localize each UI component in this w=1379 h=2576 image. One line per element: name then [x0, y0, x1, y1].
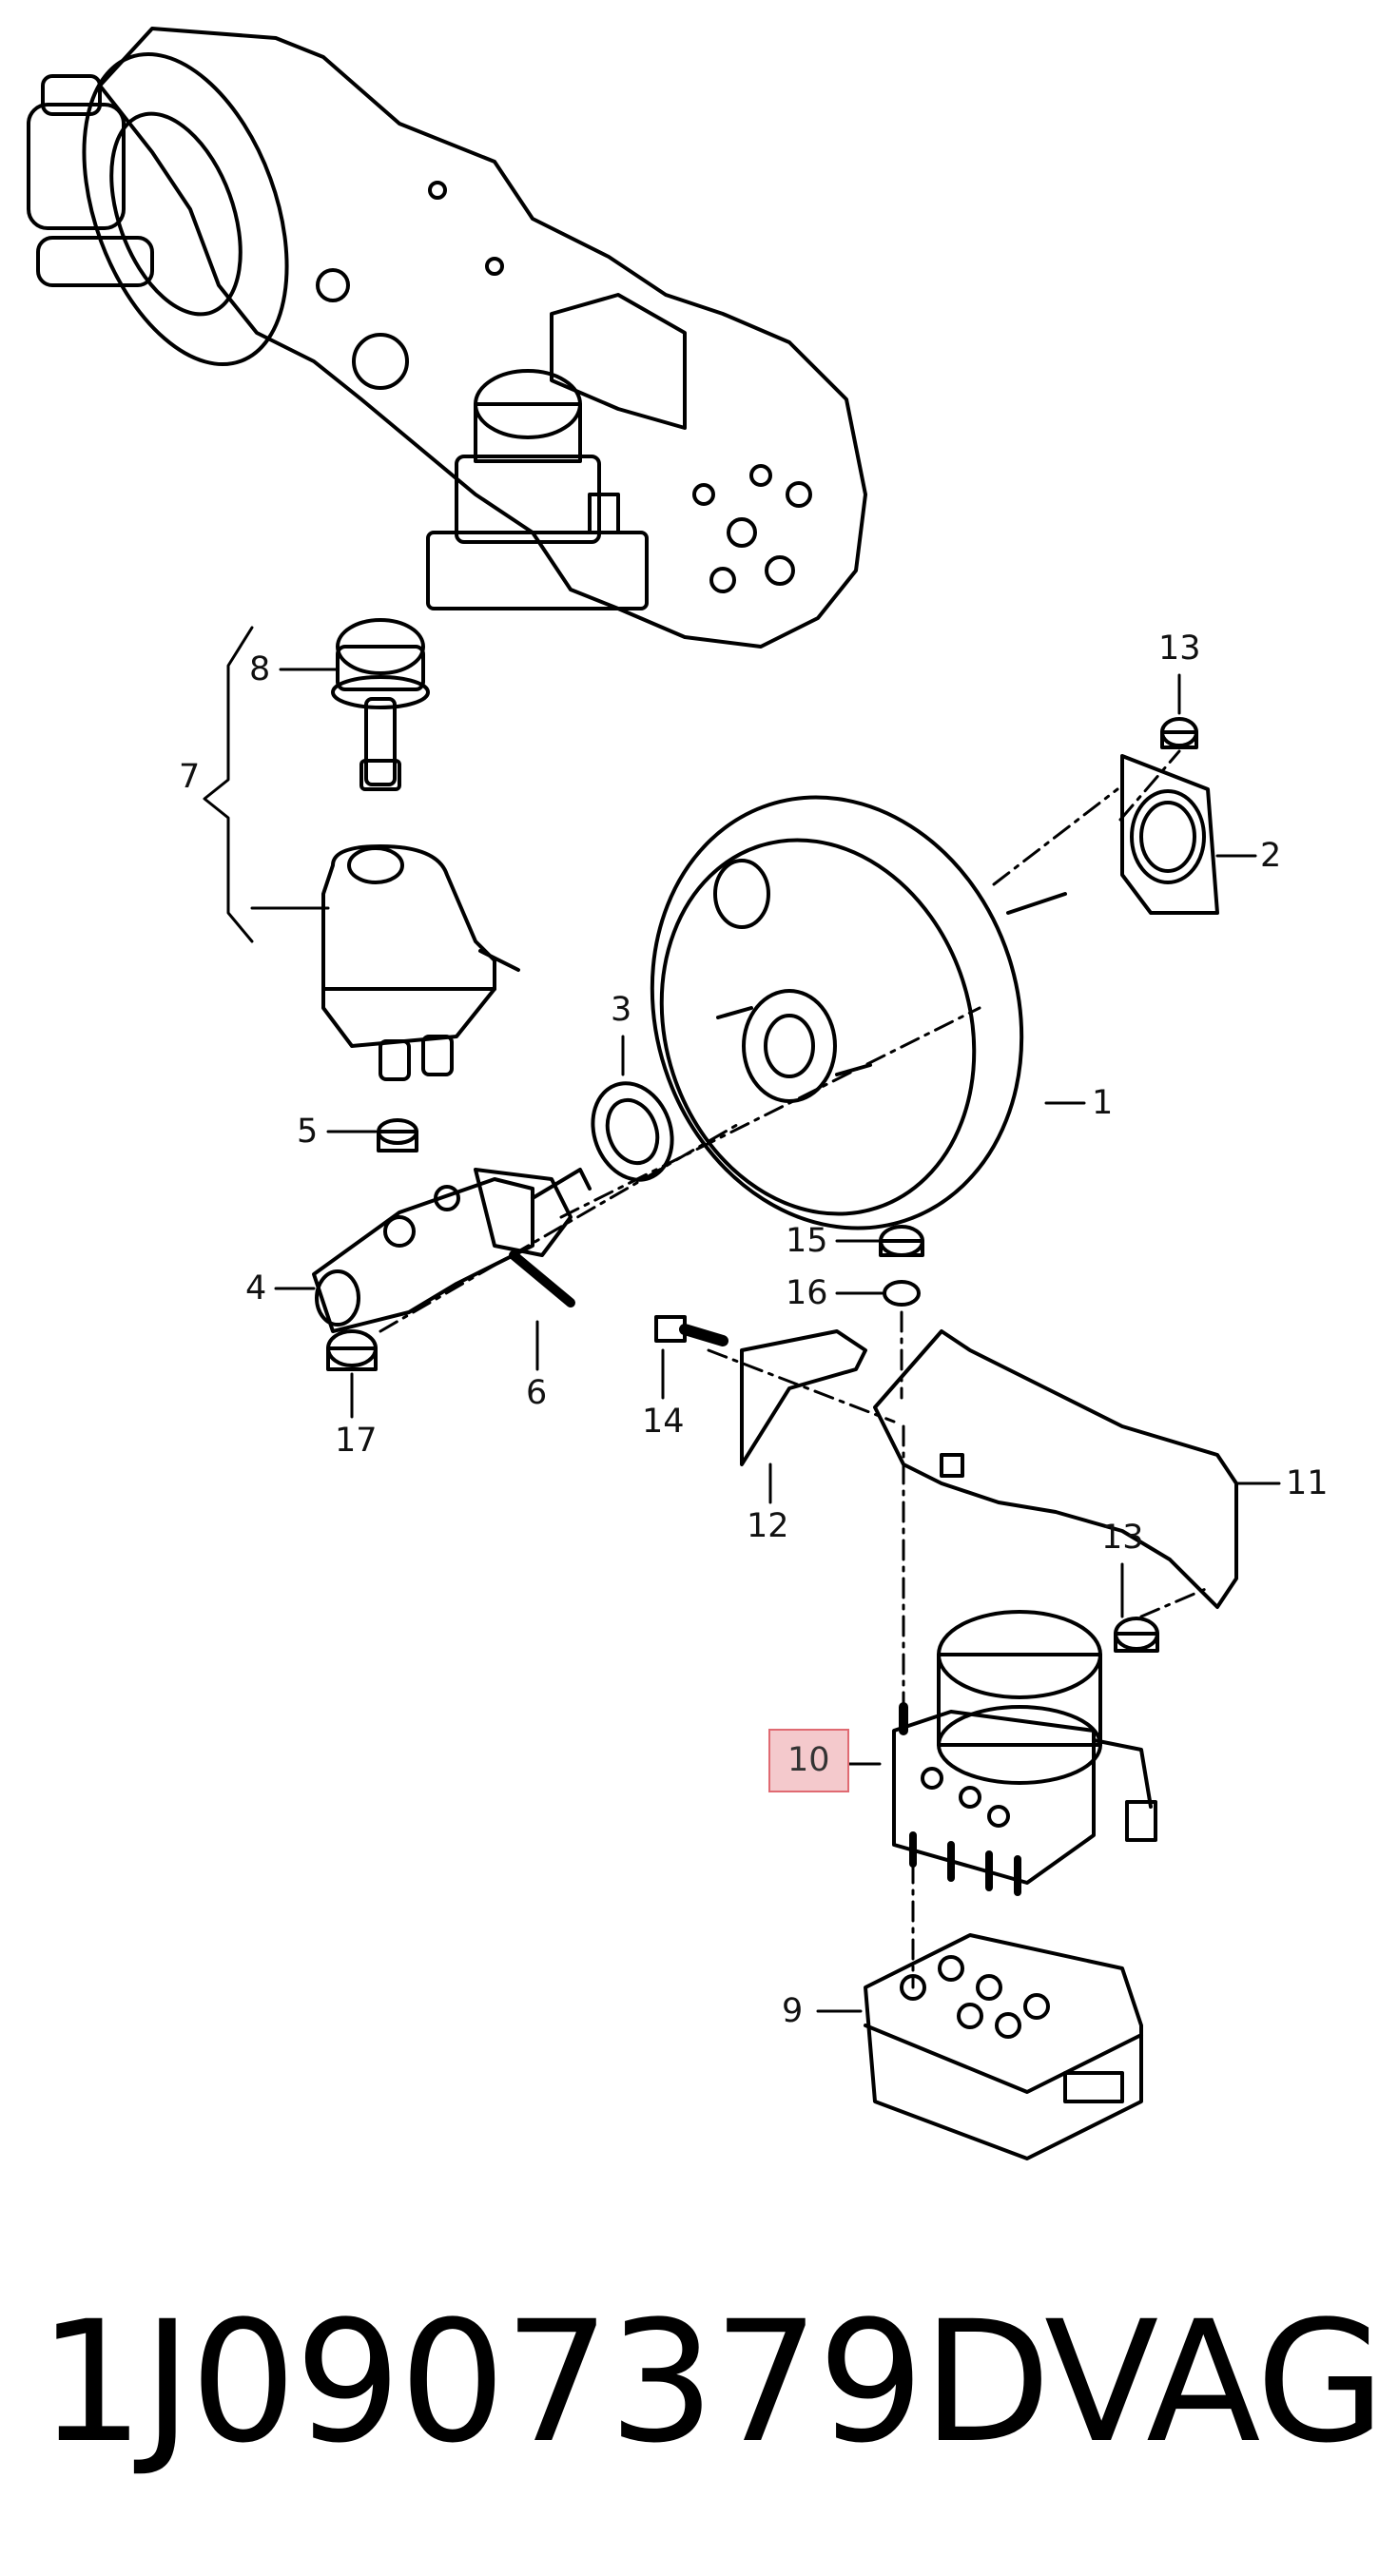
part-10-abs-unit: [892, 1610, 1157, 1896]
callout-8: 8: [249, 650, 271, 688]
callout-2: 2: [1260, 837, 1282, 875]
callout-15: 15: [786, 1222, 828, 1260]
part-4-master-cylinder: [312, 1168, 592, 1333]
callout-9: 9: [782, 1992, 804, 2030]
part-16-washer: [883, 1280, 921, 1307]
reservoir: [321, 844, 520, 1081]
part-13-nut-lower: [1114, 1617, 1159, 1653]
callout-10-highlighted: 10: [768, 1729, 849, 1792]
callout-16: 16: [786, 1274, 828, 1312]
part-8-reservoir-cap: [331, 618, 430, 791]
part-2-gasket: [1120, 754, 1219, 915]
part-9-control-module: [864, 1933, 1143, 2160]
callout-14: 14: [642, 1403, 685, 1441]
callout-7: 7: [179, 758, 201, 796]
parts-diagram: [27, 27, 1281, 2160]
assembly-lines: [379, 749, 1210, 1989]
part-14-bolt: [654, 1315, 728, 1346]
part-15-nut: [879, 1225, 924, 1257]
part-11-bracket: [873, 1329, 1238, 1609]
part-13-nut-top: [1160, 717, 1198, 749]
callout-13-top: 13: [1158, 629, 1201, 668]
part-17-nut: [326, 1329, 378, 1371]
callout-17: 17: [335, 1422, 378, 1460]
callout-3: 3: [611, 991, 632, 1029]
leader-lines: [250, 668, 1281, 2013]
part-5-grommet: [377, 1118, 418, 1152]
callout-5: 5: [297, 1113, 319, 1151]
overview-assembly: [27, 27, 867, 649]
part-3-seal: [591, 1081, 674, 1182]
part-1-brake-booster: [650, 795, 1067, 1230]
callout-11: 11: [1286, 1464, 1329, 1502]
callout-1: 1: [1092, 1084, 1114, 1122]
part-7-bracket-line: [203, 626, 254, 943]
callout-13-lower: 13: [1101, 1519, 1144, 1557]
part-12-bracket: [740, 1329, 867, 1466]
callout-12: 12: [747, 1507, 789, 1545]
part-number: 1J0907379D: [38, 2285, 1051, 2480]
callout-4: 4: [245, 1269, 267, 1307]
callout-6: 6: [526, 1374, 548, 1412]
brand-name: VAG: [1044, 2285, 1379, 2480]
